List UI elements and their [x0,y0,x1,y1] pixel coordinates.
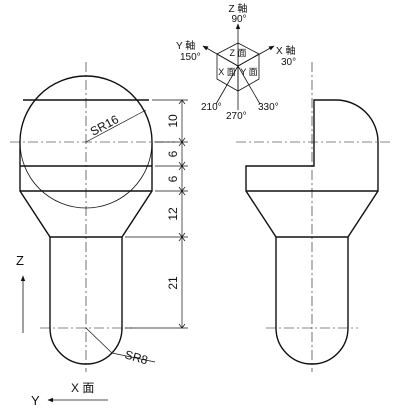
x-axis-arrow [237,45,275,67]
side-view-outline [245,99,379,365]
sr8-label: SR8 [123,347,150,367]
dimension-10: 10 [166,114,180,128]
x-face-view-label: X 面 [71,381,94,395]
dimension-6-lower: 6 [166,175,180,182]
front-view: SR16 SR8 [10,62,175,372]
y-axis-angle: 150° [180,52,201,63]
sr8-leader [85,327,113,354]
dimension-21: 21 [166,276,180,290]
side-view [236,62,392,372]
x-axis-label: X 軸 [276,44,295,57]
front-view-outline [19,75,153,365]
dimension-chain: 10 6 6 12 21 [125,99,188,329]
z-axis-angle: 90° [231,14,246,25]
x-axis-angle: 30° [281,57,296,68]
z-axis-label: Z 軸 [229,2,248,15]
sr16-leader [85,109,147,143]
y-axis-label: Y 軸 [176,39,195,52]
y-direction-label: Y [31,393,40,408]
view-axes: Z Y X 面 [16,253,108,408]
x-face-label: X 面 [218,67,236,77]
dimension-12: 12 [166,207,180,221]
y-axis-arrow [202,45,239,67]
y-face-label: Y 面 [240,67,257,77]
z-face-label: Z 面 [230,48,247,58]
sr16-label: SR16 [88,112,121,139]
angle-330-label: 330° [258,102,279,113]
angle-270-label: 270° [226,111,247,122]
axes-gizmo: Z 軸 90° Y 軸 150° X 軸 30° Z 面 X 面 Y 面 210… [176,2,296,122]
dimension-6-upper: 6 [166,150,180,157]
z-direction-label: Z [16,253,24,268]
angle-210-label: 210° [201,102,222,113]
